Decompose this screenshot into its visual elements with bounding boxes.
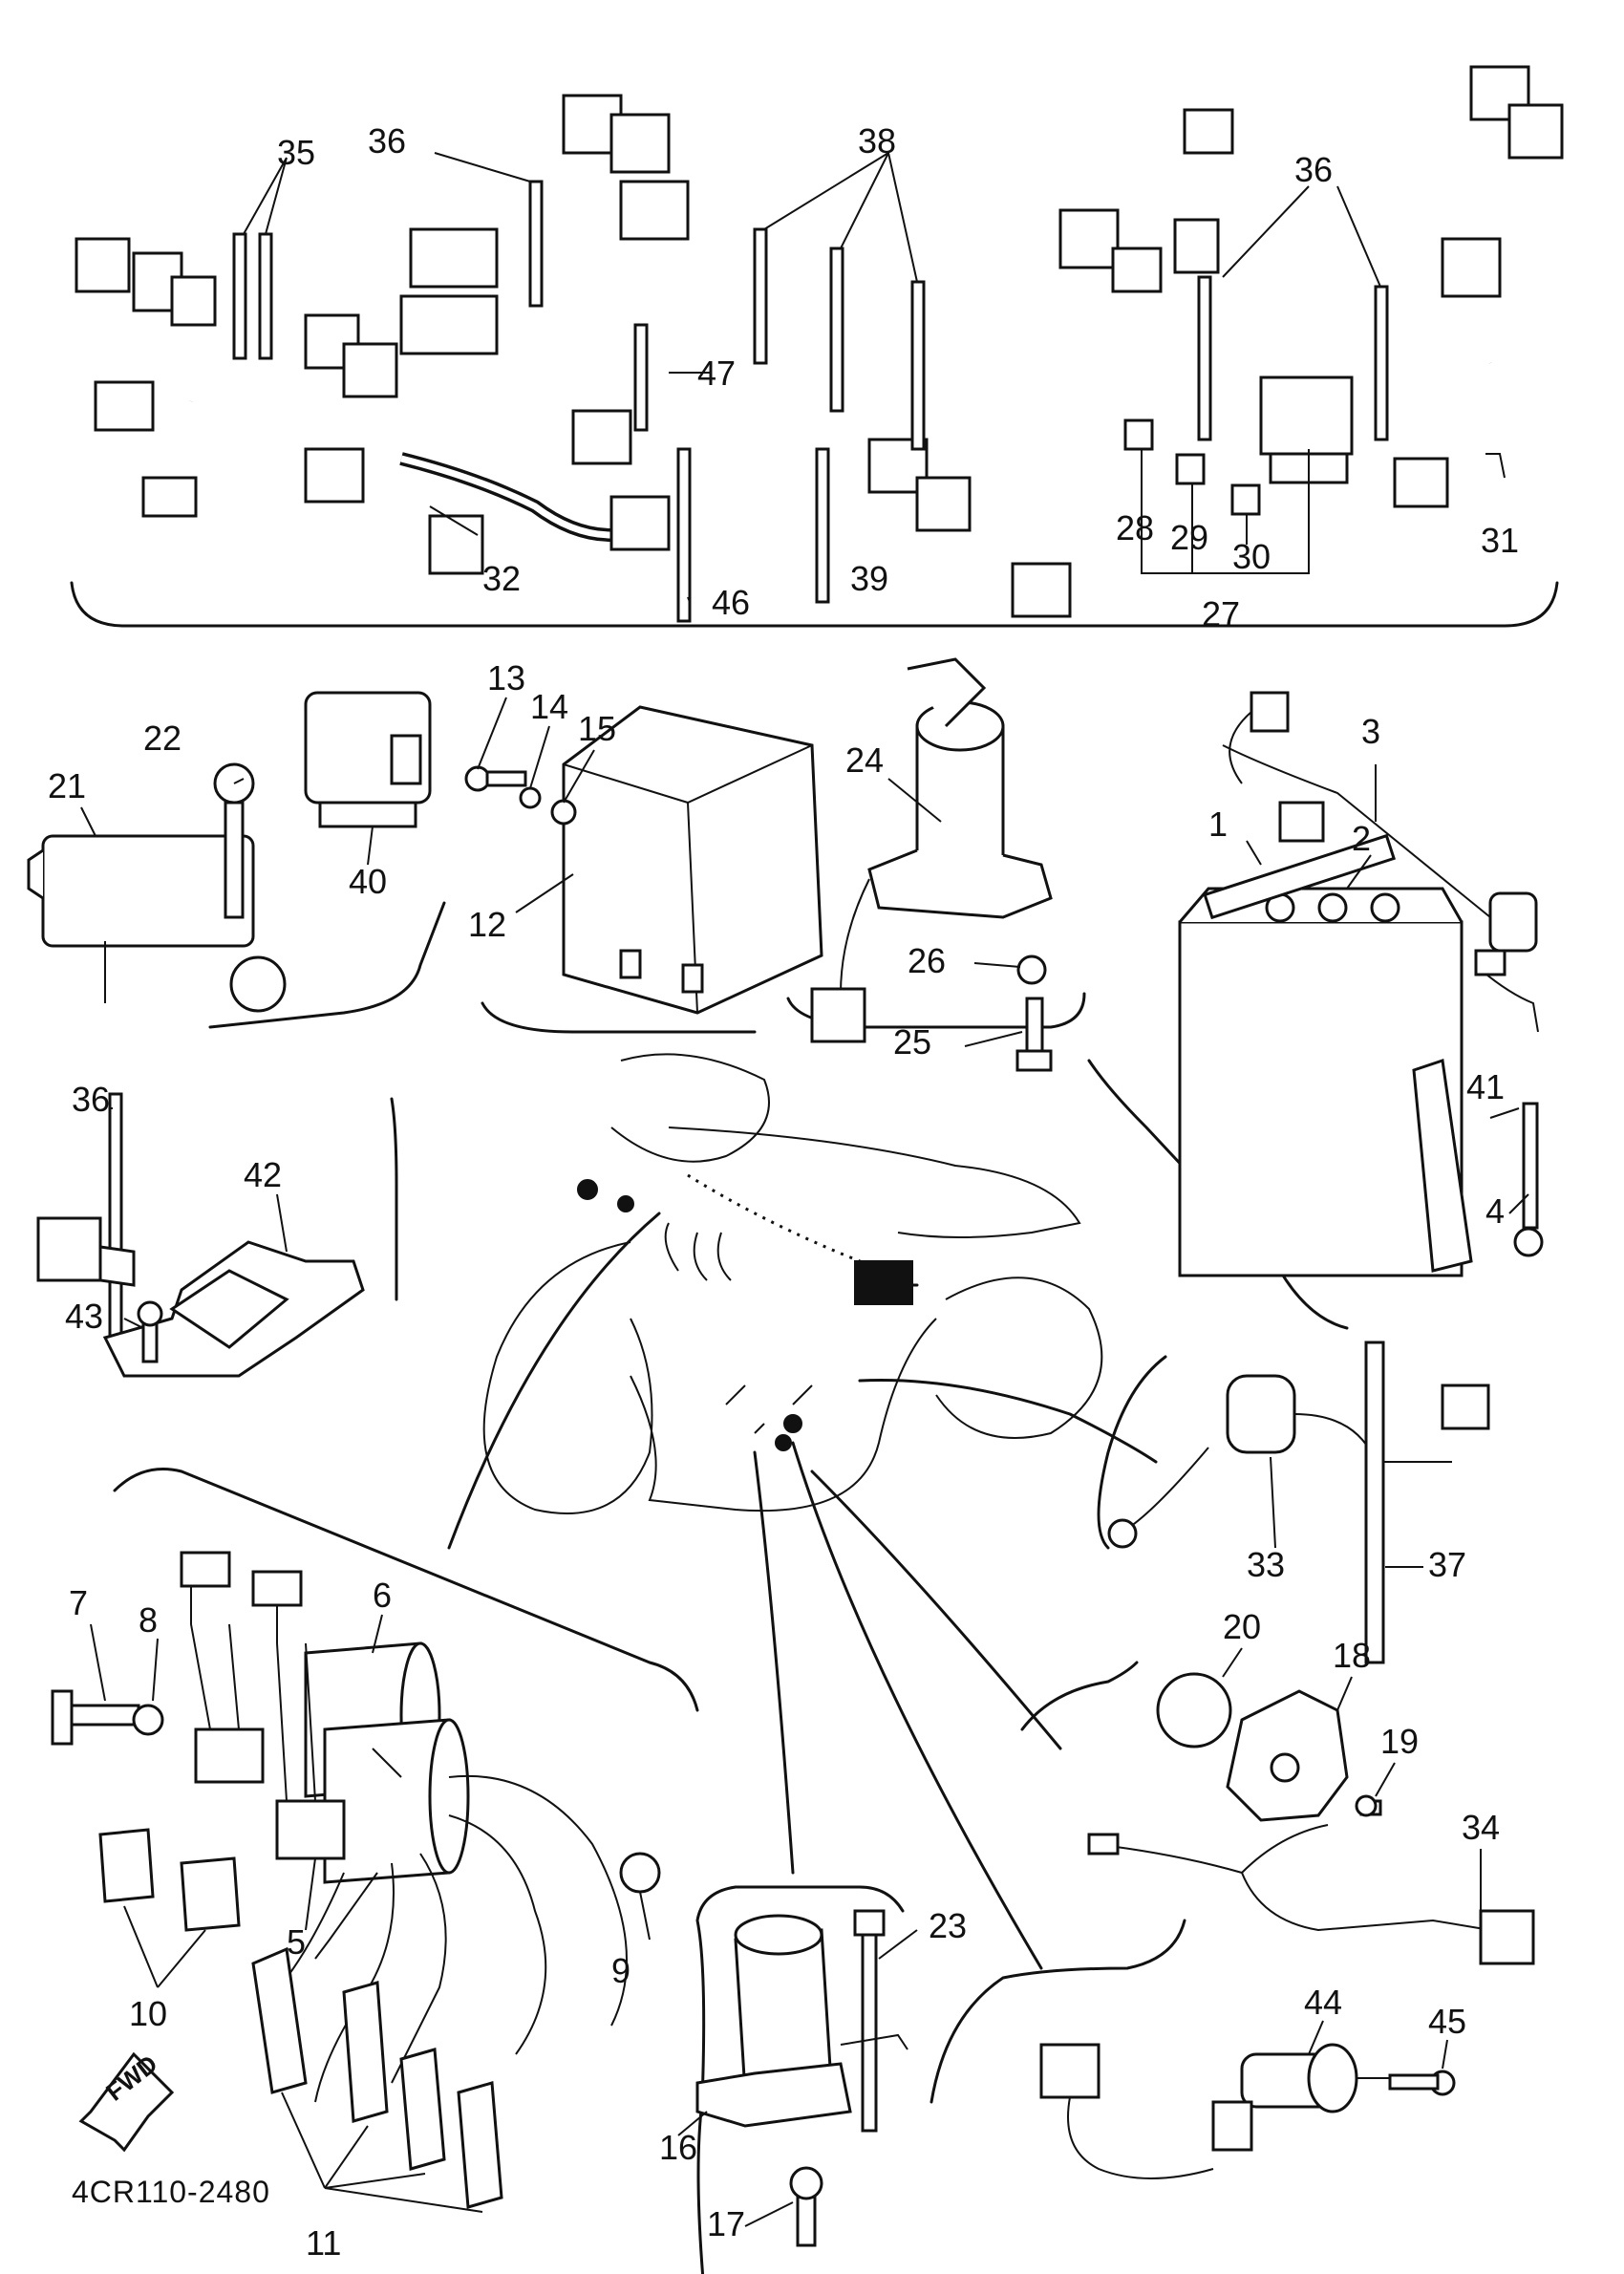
callout-30: 30 — [1232, 537, 1271, 576]
callout-46: 46 — [712, 583, 750, 622]
callout-8: 8 — [139, 1600, 158, 1640]
callout-36-top-left: 36 — [368, 121, 406, 161]
callout-4: 4 — [1485, 1191, 1505, 1231]
callout-2: 2 — [1352, 819, 1371, 858]
callout-19: 19 — [1380, 1722, 1419, 1761]
callout-10: 10 — [129, 1994, 167, 2033]
callout-23: 23 — [929, 1906, 967, 1945]
main-switch-group — [786, 657, 1086, 1072]
battery-group — [1087, 691, 1544, 1330]
callout-17: 17 — [707, 2204, 745, 2243]
callout-7: 7 — [69, 1583, 88, 1622]
solenoid-group — [791, 1441, 1456, 2179]
leader-lines — [80, 697, 1529, 2227]
callout-18: 18 — [1333, 1636, 1371, 1675]
callout-40: 41 — [1466, 1067, 1505, 1106]
callout-3: 3 — [1361, 712, 1380, 751]
ignitor-unit-group — [464, 705, 823, 1034]
callout-25: 25 — [893, 1022, 931, 1062]
callout-12: 12 — [468, 905, 506, 944]
forward-arrow-icon: FWD — [78, 2049, 175, 2153]
drawing-code: 4CR110-2480 — [72, 2175, 270, 2209]
callout-11: 11 — [306, 2223, 341, 2263]
callout-31: 31 — [1481, 521, 1519, 560]
callout-42: 42 — [244, 1155, 282, 1194]
callout-26: 26 — [908, 941, 946, 980]
callout-36-top-right: 36 — [1294, 150, 1333, 189]
callout-20: 20 — [1223, 1607, 1261, 1646]
callout-33: 33 — [1247, 1545, 1285, 1584]
callout-16: 16 — [659, 2128, 697, 2167]
callout-13: 13 — [487, 658, 525, 697]
starter-relay-group — [695, 1450, 908, 2274]
callout-15: 15 — [578, 709, 616, 748]
callout-36-left: 36 — [72, 1080, 110, 1119]
vehicle-outline — [447, 1053, 1103, 1550]
callout-29: 29 — [1170, 518, 1208, 557]
callout-9: 9 — [611, 1951, 630, 1990]
callout-14: 14 — [530, 687, 568, 726]
callout-6: 6 — [373, 1576, 392, 1615]
callout-44: 44 — [1304, 1983, 1342, 2022]
ignition-coil-group — [51, 1468, 699, 2213]
callout-34: 34 — [1462, 1808, 1500, 1847]
callout-22: 22 — [143, 719, 182, 758]
wire-harness-group — [70, 65, 1564, 628]
callout-45: 45 — [1428, 2002, 1466, 2041]
callout-32: 32 — [482, 559, 521, 598]
callout-1: 1 — [1208, 804, 1228, 844]
callout-24: 24 — [845, 740, 884, 780]
neutral-switch-group — [858, 1341, 1490, 1664]
relay-and-bracket-group — [27, 691, 446, 1029]
callout-35: 35 — [277, 133, 315, 172]
callout-38: 38 — [858, 121, 896, 161]
callout-27: 27 — [1202, 594, 1240, 633]
callout-43: 43 — [65, 1297, 103, 1336]
callout-37: 37 — [1428, 1545, 1466, 1584]
callout-labels: 35 36 38 36 47 32 46 39 28 29 30 31 27 2… — [48, 121, 1519, 2263]
sensor-group — [810, 1470, 1535, 1965]
bracket-group — [36, 1092, 398, 1378]
callout-21: 21 — [48, 766, 86, 805]
callout-28: 28 — [1116, 508, 1154, 547]
callout-5: 5 — [287, 1922, 306, 1962]
callout-39: 39 — [850, 559, 888, 598]
callout-41: 40 — [349, 862, 387, 901]
callout-47: 47 — [697, 354, 736, 393]
